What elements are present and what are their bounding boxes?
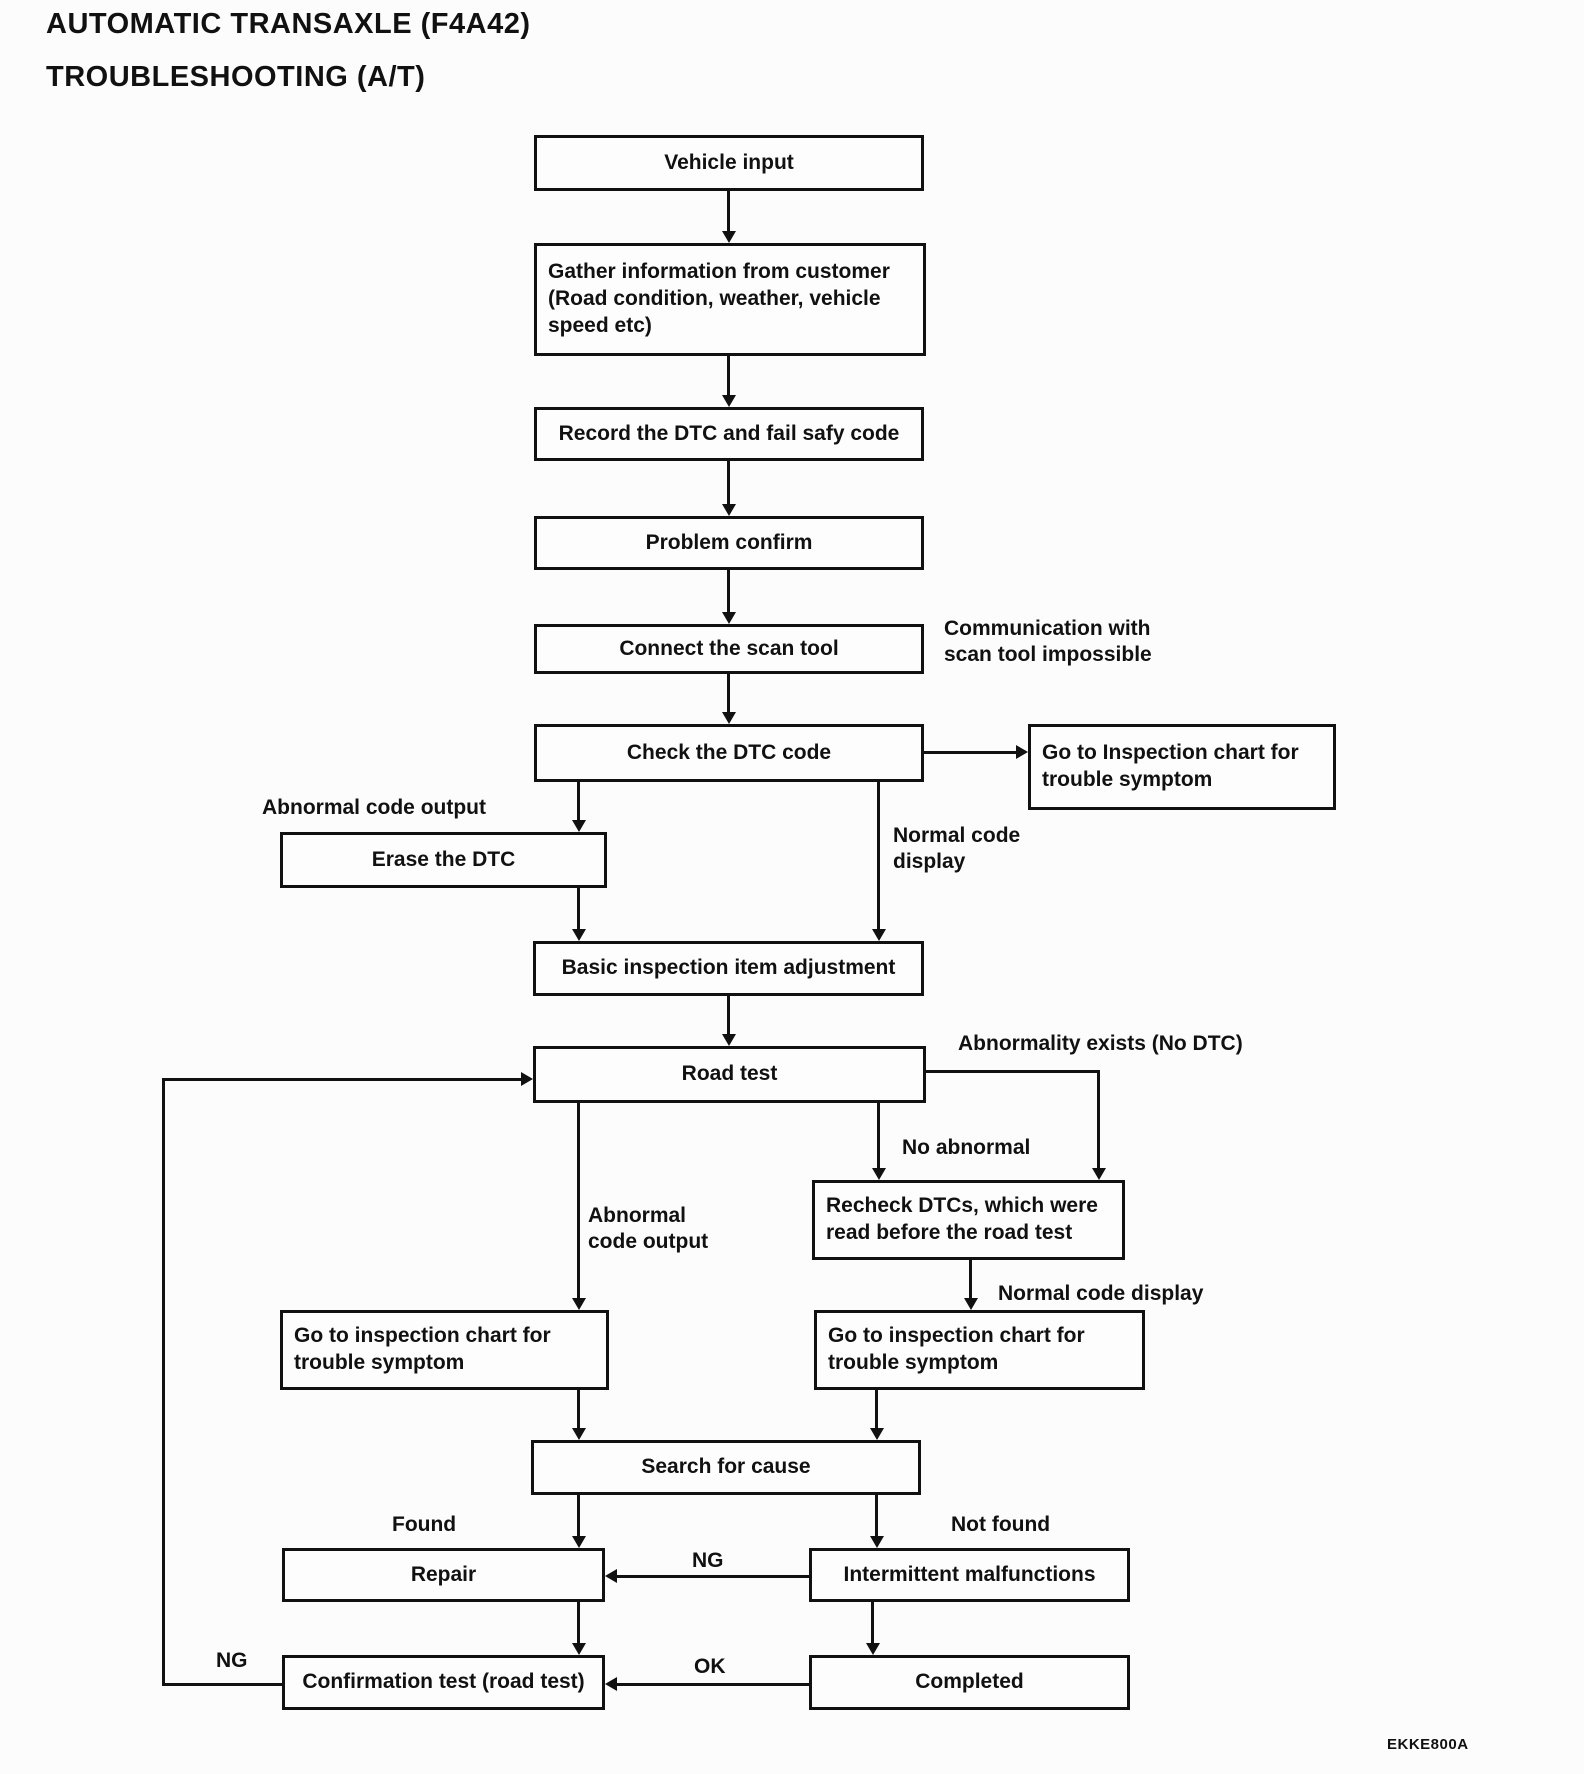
connector-line	[877, 1103, 880, 1168]
node-goto-inspection-left: Go to inspection chart for trouble sympt…	[280, 1310, 609, 1390]
node-road-test: Road test	[533, 1046, 926, 1103]
connector-line	[875, 1390, 878, 1428]
arrowhead-down	[722, 231, 736, 243]
connector-line	[1097, 1070, 1100, 1168]
connector-line	[877, 782, 880, 929]
connector-line	[727, 674, 730, 712]
node-intermittent-malfunctions: Intermittent malfunctions	[809, 1548, 1130, 1602]
node-search-for-cause: Search for cause	[531, 1440, 921, 1495]
label-found: Found	[392, 1513, 457, 1536]
node-repair: Repair	[282, 1548, 605, 1602]
arrowhead-down	[572, 1536, 586, 1548]
connector-line	[727, 356, 730, 395]
connector-line	[617, 1683, 809, 1686]
node-confirmation-test: Confirmation test (road test)	[282, 1655, 605, 1710]
node-goto-inspection-top: Go to Inspection chart for trouble sympt…	[1028, 724, 1336, 810]
arrowhead-down	[572, 1643, 586, 1655]
connector-line	[577, 1103, 580, 1298]
label-no-abnormal: No abnormal	[902, 1136, 1031, 1159]
arrowhead-down	[872, 1168, 886, 1180]
label-ng-loop: NG	[216, 1649, 248, 1672]
arrowhead-right	[1016, 745, 1028, 759]
page-subtitle: TROUBLESHOOTING (A/T)	[46, 61, 426, 93]
label-abnormality-exists: Abnormality exists (No DTC)	[958, 1032, 1243, 1055]
connector-line	[727, 570, 730, 612]
label-abnormal-code-output-lower: Abnormal code output	[588, 1204, 709, 1254]
connector-line	[577, 1602, 580, 1643]
connector-line	[577, 1495, 580, 1536]
node-record-dtc: Record the DTC and fail safy code	[534, 407, 924, 461]
connector-line	[617, 1575, 809, 1578]
arrowhead-down	[722, 1034, 736, 1046]
node-completed: Completed	[809, 1655, 1130, 1710]
arrowhead-down	[722, 612, 736, 624]
label-not-found: Not found	[951, 1513, 1051, 1536]
connector-line	[577, 888, 580, 929]
connector-line	[162, 1078, 521, 1081]
node-vehicle-input: Vehicle input	[534, 135, 924, 191]
node-check-dtc: Check the DTC code	[534, 724, 924, 782]
arrowhead-down	[872, 929, 886, 941]
connector-line	[871, 1602, 874, 1643]
arrowhead-down	[572, 1428, 586, 1440]
node-basic-inspection: Basic inspection item adjustment	[533, 941, 924, 996]
label-ng-intermittent: NG	[692, 1549, 724, 1572]
arrowhead-down	[870, 1428, 884, 1440]
node-erase-dtc: Erase the DTC	[280, 832, 607, 888]
figure-code: EKKE800A	[1387, 1736, 1469, 1753]
connector-line	[926, 1070, 1100, 1073]
node-gather-info: Gather information from customer (Road c…	[534, 243, 926, 356]
label-communication-impossible: Communication with scan tool impossible	[944, 617, 1152, 667]
arrowhead-down	[572, 820, 586, 832]
connector-line	[577, 1390, 580, 1428]
connector-line	[969, 1260, 972, 1298]
node-connect-scan-tool: Connect the scan tool	[534, 624, 924, 674]
arrowhead-down	[1092, 1168, 1106, 1180]
page-title: AUTOMATIC TRANSAXLE (F4A42)	[46, 8, 531, 40]
connector-line	[162, 1683, 282, 1686]
arrowhead-down	[722, 712, 736, 724]
arrowhead-down	[866, 1643, 880, 1655]
connector-line	[727, 996, 730, 1034]
connector-line	[162, 1078, 165, 1686]
arrowhead-down	[722, 395, 736, 407]
label-normal-code-display-upper: Normal code display	[893, 824, 1021, 874]
node-goto-inspection-right: Go to inspection chart for trouble sympt…	[814, 1310, 1145, 1390]
connector-line	[727, 461, 730, 504]
node-recheck-dtcs: Recheck DTCs, which were read before the…	[812, 1180, 1125, 1260]
arrowhead-down	[572, 1298, 586, 1310]
label-normal-code-display-lower: Normal code display	[998, 1282, 1204, 1305]
arrowhead-down	[964, 1298, 978, 1310]
arrowhead-right	[521, 1072, 533, 1086]
arrowhead-down	[722, 504, 736, 516]
connector-line	[577, 782, 580, 820]
connector-line	[727, 191, 730, 231]
node-problem-confirm: Problem confirm	[534, 516, 924, 570]
label-abnormal-code-output-upper: Abnormal code output	[262, 796, 486, 819]
arrowhead-left	[605, 1569, 617, 1583]
arrowhead-down	[572, 929, 586, 941]
arrowhead-down	[870, 1536, 884, 1548]
connector-line	[924, 751, 1016, 754]
label-ok: OK	[694, 1655, 726, 1678]
connector-line	[875, 1495, 878, 1536]
arrowhead-left	[605, 1677, 617, 1691]
